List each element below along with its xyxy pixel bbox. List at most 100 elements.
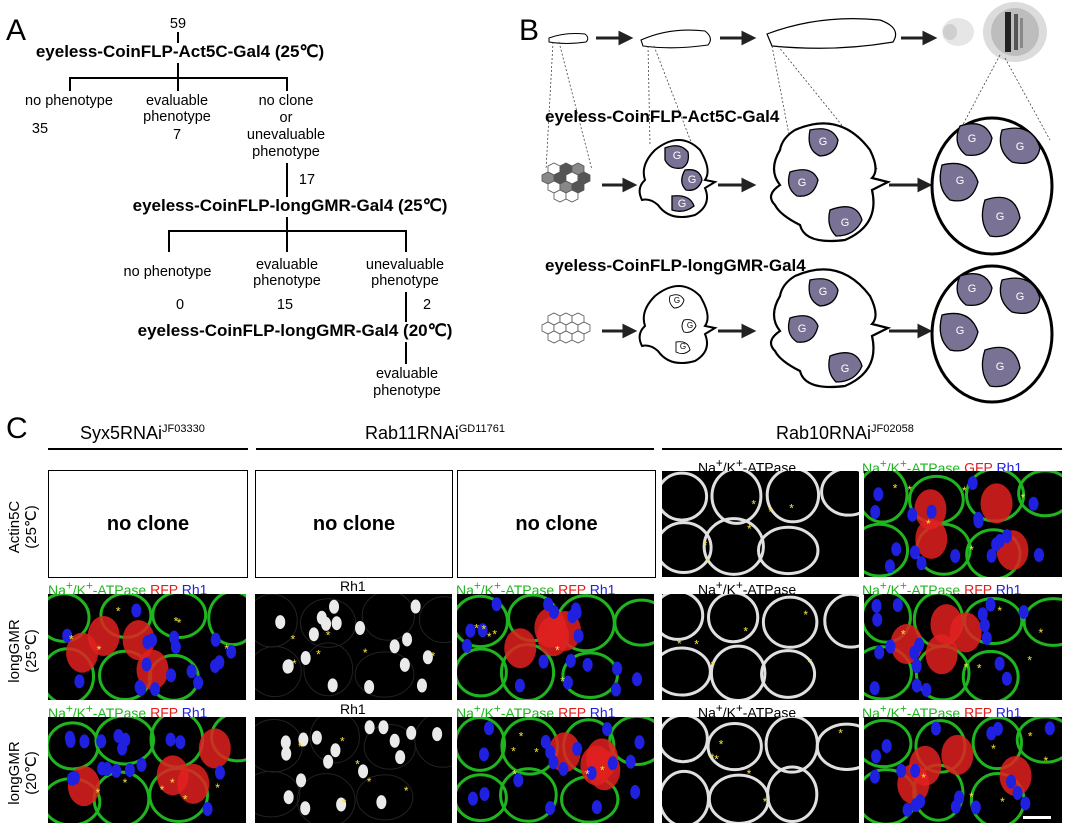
rhabdomere	[930, 721, 941, 736]
rhabdomere	[186, 664, 197, 679]
eye-disc-small-2	[638, 285, 718, 364]
rhabdomere	[402, 632, 413, 647]
cell-outline	[961, 649, 1020, 700]
rhabdomere	[422, 650, 433, 665]
rhabdomere	[478, 747, 489, 762]
rhabdomere	[378, 720, 389, 735]
rhabdomere	[869, 681, 880, 696]
rhabdomere	[331, 616, 342, 631]
rhabdomere	[416, 678, 427, 693]
clone-star: *	[997, 604, 1002, 618]
panel-b-diagram: G G G G G G G G G G G G G G G G G G G G	[541, 2, 1054, 404]
clone-star: *	[1043, 754, 1048, 768]
clone-star: *	[1027, 654, 1032, 668]
rhabdomere	[467, 791, 478, 806]
panel-b-letter: B	[519, 14, 540, 47]
clone-star: *	[600, 763, 605, 777]
label-atpase: Na+/K+-ATPase	[698, 702, 797, 721]
rhabdomere	[625, 754, 636, 769]
clone-cell	[915, 518, 948, 559]
rhabdomere	[300, 651, 311, 666]
rhabdomere	[950, 549, 961, 564]
no-clone-text: no clone	[106, 513, 190, 535]
branch-no-phenotype: no phenotype	[123, 264, 212, 280]
rhabdomere	[327, 678, 338, 693]
rhabdomere	[977, 607, 988, 622]
larva-stage-2	[640, 29, 711, 49]
rhabdomere	[634, 735, 645, 750]
rhabdomere	[543, 597, 554, 612]
rhabdomere	[973, 514, 984, 529]
clone-star: *	[116, 605, 121, 619]
clone-cell	[980, 483, 1013, 524]
clone-star: *	[560, 675, 565, 689]
cell-outline	[309, 717, 360, 764]
micrograph-tile: ******	[255, 717, 452, 823]
clone-patches-1b	[787, 128, 863, 237]
clone-star: *	[719, 737, 724, 751]
rhabdomere	[1018, 605, 1029, 620]
rhabdomere	[136, 757, 147, 772]
cell-outline	[823, 594, 859, 649]
rhabdomere	[874, 645, 885, 660]
cell-outline	[255, 645, 302, 698]
panel-c-letter: C	[6, 412, 28, 445]
clone-g-mark: G	[841, 363, 850, 375]
rhabdomere	[462, 638, 473, 653]
rhabdomere	[572, 741, 583, 756]
rhabdomere	[358, 764, 369, 779]
clone-star: *	[710, 751, 715, 765]
clone-star: *	[555, 643, 560, 657]
clone-star: *	[751, 498, 756, 512]
clone-g-mark: G	[687, 321, 693, 330]
label-merge-rfp: Na+/K+-ATPase RFP Rh1	[456, 579, 616, 598]
cell-outline	[354, 651, 415, 698]
cell-outline	[756, 525, 820, 576]
clone-star: *	[747, 522, 752, 536]
clone-star: *	[714, 753, 719, 767]
rhabdomere	[950, 799, 961, 814]
cell-outline	[414, 717, 452, 768]
rhabdomere	[979, 618, 990, 633]
clone-patches-2c	[939, 273, 1041, 388]
branch-unevaluable: unevaluable	[365, 257, 445, 273]
rhabdomere	[1001, 671, 1012, 686]
rhabdomere	[484, 721, 495, 736]
branch-count: 17	[298, 172, 316, 188]
clone-star: *	[291, 633, 296, 647]
rhabdomere	[395, 750, 406, 765]
clone-star: *	[694, 637, 699, 651]
clone-star: *	[431, 649, 436, 663]
rhabdomere	[881, 739, 892, 754]
rhabdomere	[202, 802, 213, 817]
rhabdomere	[74, 674, 85, 689]
cell-outline	[418, 596, 452, 644]
clone-cell	[949, 612, 982, 653]
rhabdomere	[316, 610, 327, 625]
cell-outline	[662, 594, 705, 641]
clone-star: *	[326, 629, 331, 643]
label-rh1: Rh1	[340, 578, 366, 594]
branch-evaluable: evaluable	[375, 366, 439, 382]
rhabdomere	[124, 763, 135, 778]
title-longgmr-25: eyeless-CoinFLP-longGMR-Gal4 (25℃)	[132, 196, 448, 215]
rhabdomere	[992, 721, 1003, 736]
cell-outline	[48, 594, 91, 643]
cell-outline	[710, 471, 763, 525]
rhabdomere	[1020, 796, 1031, 811]
rhabdomere	[165, 732, 176, 747]
clone-star: *	[901, 628, 906, 642]
rhabdomere	[602, 722, 613, 737]
clone-star: *	[534, 746, 539, 760]
clone-star: *	[492, 628, 497, 642]
clone-cell	[925, 634, 958, 675]
cell-outline	[706, 722, 763, 772]
cell-outline	[702, 517, 765, 576]
row-label-longgmr-20: longGMR(20℃)	[6, 741, 40, 805]
rhabdomere	[136, 682, 147, 697]
clone-star: *	[1000, 795, 1005, 809]
branch-no-clone: unevaluable	[246, 127, 326, 143]
clone-star: *	[677, 637, 682, 651]
rhabdomere	[558, 761, 569, 776]
rhabdomere	[607, 756, 618, 771]
